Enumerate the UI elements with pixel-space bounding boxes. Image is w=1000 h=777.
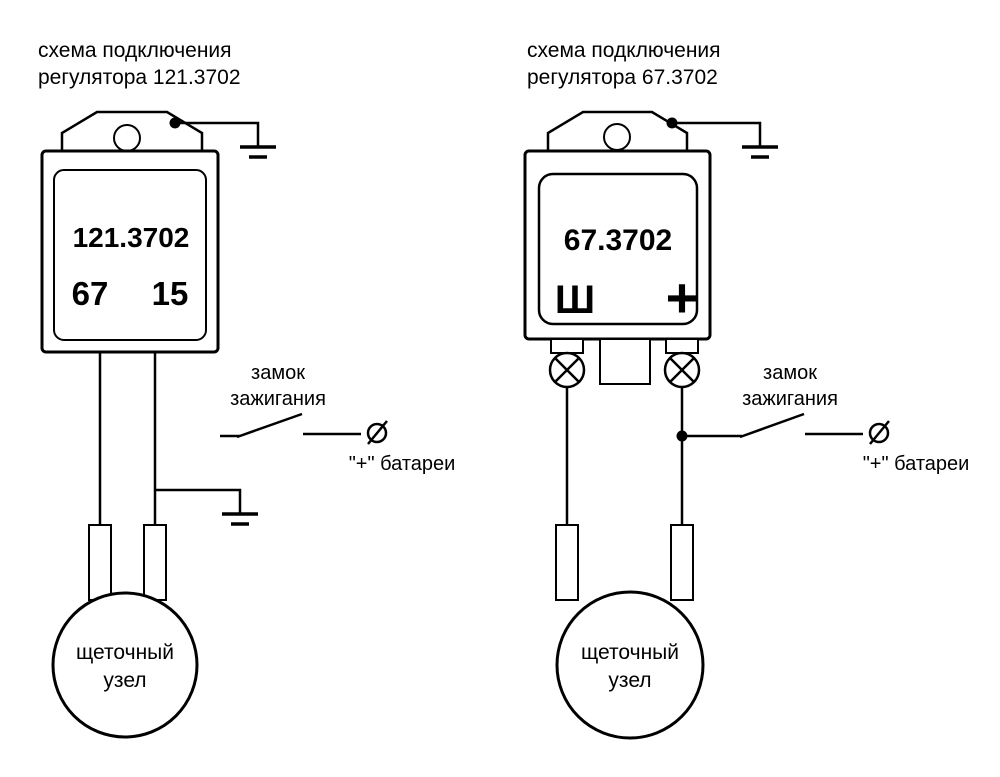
case-ground-wire	[672, 121, 762, 146]
brush-unit-label-line1: щеточный	[581, 641, 679, 664]
ignition-switch-blade	[236, 412, 303, 439]
wire-brush-to-ground	[155, 488, 242, 513]
regulator-model-label: 67.3702	[564, 224, 672, 257]
battery-terminal-symbol	[366, 422, 388, 444]
diagram-title-line1: схема подключения	[527, 39, 721, 62]
regulator-body-inner	[537, 172, 699, 326]
battery-terminal-slash	[367, 420, 388, 445]
diagram-title-line2: регулятора 67.3702	[527, 66, 718, 89]
brush-pin-right	[143, 524, 167, 601]
battery-plus-label: "+" батареи	[863, 453, 970, 475]
mounting-hole	[113, 124, 141, 152]
ignition-switch-blade	[739, 412, 805, 439]
brush-unit-label-line1: щеточный	[76, 641, 174, 664]
regulator-model-label: 121.3702	[73, 222, 190, 253]
terminal-67-label: 67	[72, 275, 109, 312]
diagram-regulator-67-3702: схема подключения регулятора 67.3702 67.…	[523, 39, 970, 740]
battery-terminal-slash	[869, 420, 890, 445]
ignition-switch-label-line2: зажигания	[742, 388, 838, 410]
ignition-switch-label-line1: замок	[763, 362, 817, 384]
brush-unit-label-line2: узел	[608, 669, 651, 692]
ignition-switch-label-line1: замок	[251, 362, 305, 384]
screw-bracket-left	[550, 338, 584, 354]
diagram-title-line1: схема подключения	[38, 39, 232, 62]
terminal-sh-label: Ш	[555, 278, 595, 322]
screw-terminal-sh-cross	[554, 357, 580, 383]
diagram-regulator-121-3702: схема подключения регулятора 121.3702 12…	[38, 39, 456, 739]
screw-terminal-plus-cross	[669, 357, 695, 383]
diagram-title-line2: регулятора 121.3702	[38, 66, 241, 89]
terminal-plus-label: +	[666, 266, 699, 329]
brush-unit	[51, 591, 199, 739]
brush-unit	[555, 590, 705, 740]
brush-pin-left	[555, 524, 579, 601]
mounting-hole	[603, 123, 631, 151]
brush-pin-left	[88, 524, 112, 601]
battery-terminal-symbol	[868, 422, 890, 444]
battery-plus-label: "+" батареи	[349, 453, 456, 475]
terminal-15-label: 15	[152, 275, 189, 312]
ignition-switch-label-line2: зажигания	[230, 388, 326, 410]
screw-bracket-right	[665, 338, 699, 354]
bottom-center-block	[599, 338, 651, 385]
brush-unit-label-line2: узел	[103, 669, 146, 692]
case-ground-wire	[175, 121, 260, 146]
brush-pin-right	[670, 524, 694, 601]
regulator-body-inner	[53, 169, 207, 341]
